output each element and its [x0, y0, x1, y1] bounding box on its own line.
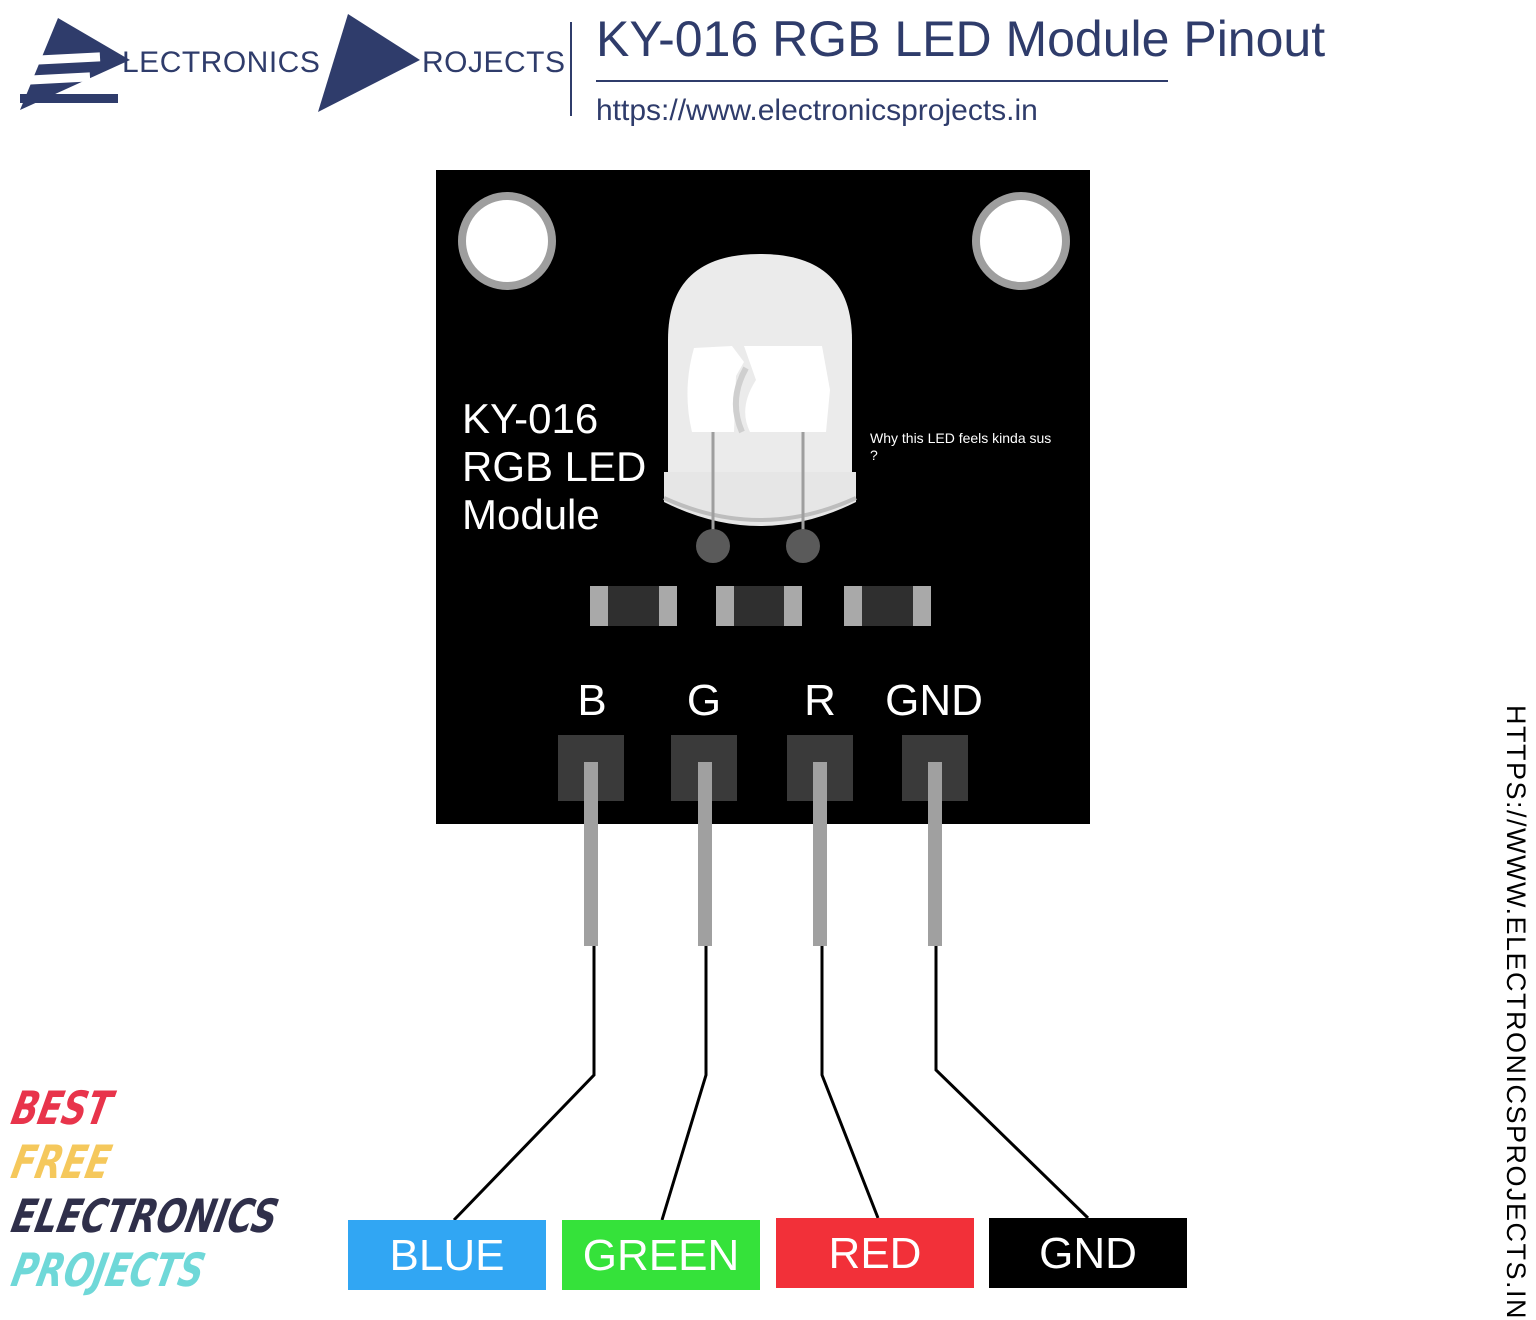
module-label-line-1: KY-016 — [462, 395, 599, 442]
module-label: KY-016 RGB LED Module — [462, 395, 646, 539]
best-free-projects-badge: BEST FREE ELECTRONICS PROJECTS — [7, 1081, 283, 1310]
brand-logo[interactable]: LECTRONICS ROJECTS — [18, 14, 565, 118]
title-underline — [596, 80, 1168, 82]
logo-p-triangle-icon — [318, 14, 420, 112]
badge-line-projects: PROJECTS — [7, 1243, 210, 1297]
pin-label-b: B — [577, 676, 607, 725]
page-title: KY-016 RGB LED Module Pinout — [596, 11, 1326, 67]
wire-green — [660, 946, 708, 1221]
header-pin-b — [584, 762, 598, 946]
brand-word-projects: ROJECTS — [422, 46, 566, 79]
output-gnd: GND — [989, 1218, 1187, 1288]
led-note: Why this LED feels kinda sus ? — [870, 430, 1052, 463]
pin-label-gnd: GND — [885, 676, 983, 725]
badge-line-free: FREE — [7, 1135, 116, 1189]
brand-word-electronics: LECTRONICS — [122, 46, 321, 79]
smd-resistor-3 — [844, 586, 931, 626]
wire-blue — [452, 946, 596, 1222]
header-pin-r — [813, 762, 827, 946]
site-url[interactable]: https://www.electronicsprojects.in — [596, 94, 1038, 127]
smd-resistor-2 — [716, 586, 802, 626]
header-pin-g — [698, 762, 712, 946]
mounting-hole-right — [972, 192, 1070, 290]
pin-label-r: R — [804, 676, 836, 725]
side-url[interactable]: HTTPS://WWW.ELECTRONICSPROJECTS.IN — [1501, 705, 1531, 1320]
output-green: GREEN — [562, 1220, 760, 1290]
led-icon — [663, 254, 857, 563]
badge-line-electronics: ELECTRONICS — [7, 1189, 284, 1243]
module-label-line-3: Module — [462, 491, 600, 538]
wire-red — [820, 946, 880, 1219]
logo-e-triangle-icon — [20, 18, 130, 110]
badge-line-best: BEST — [7, 1081, 117, 1135]
module-label-line-2: RGB LED — [462, 443, 647, 490]
output-red: RED — [776, 1218, 974, 1288]
output-blue: BLUE — [348, 1220, 546, 1290]
smd-resistor-1 — [590, 586, 677, 626]
pin-label-g: G — [686, 676, 722, 725]
header-separator — [570, 22, 572, 116]
mounting-hole-left — [458, 192, 556, 290]
header-pin-gnd — [928, 762, 942, 946]
wire-gnd — [934, 946, 1090, 1220]
